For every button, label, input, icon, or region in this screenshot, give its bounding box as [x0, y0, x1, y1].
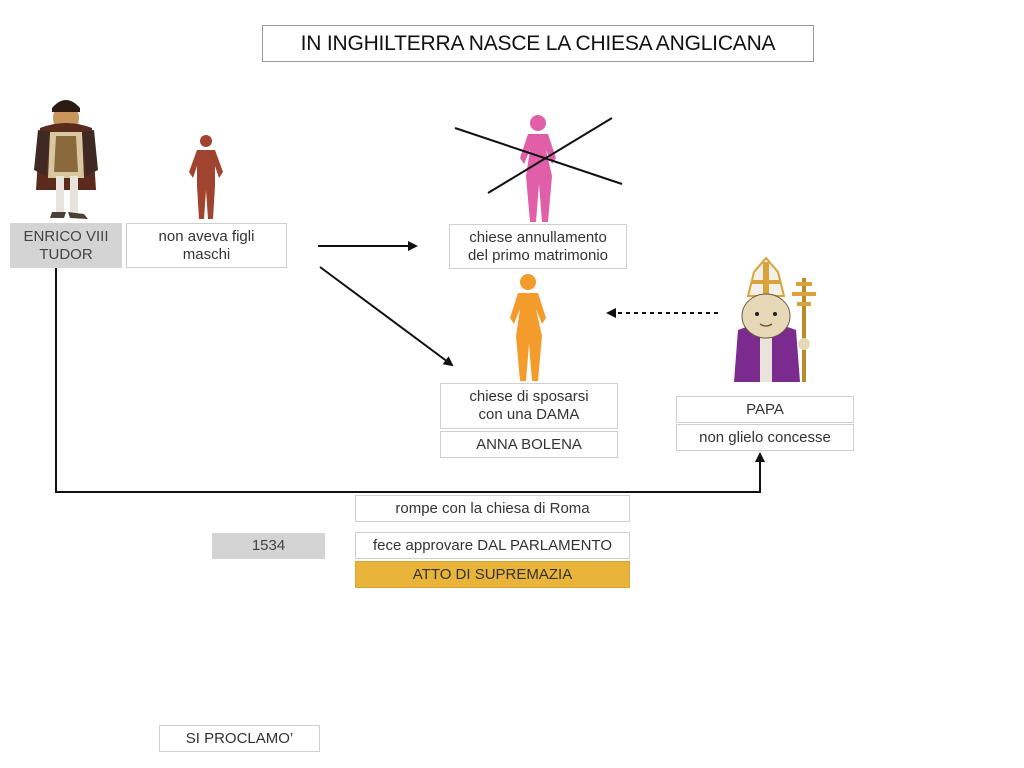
anna-box: ANNA BOLENA	[440, 431, 618, 458]
page-title: IN INGHILTERRA NASCE LA CHIESA ANGLICANA	[262, 25, 814, 62]
no-sons-box: non aveva figli maschi	[126, 223, 287, 268]
arrow-to-marriage	[319, 266, 454, 367]
year-box: 1534	[212, 533, 325, 559]
arrows	[55, 241, 765, 493]
king-henry-figure	[34, 100, 98, 219]
papa-box: PAPA	[676, 396, 854, 423]
act-of-supremacy-box: ATTO DI SUPREMAZIA	[355, 561, 630, 588]
man-silhouette	[189, 135, 223, 219]
denied-box: non glielo concesse	[676, 424, 854, 451]
rome-box: rompe con la chiesa di Roma	[355, 495, 630, 522]
annulment-box: chiese annullamento del primo matrimonio	[449, 224, 627, 269]
marry-box: chiese di sposarsi con una DAMA	[440, 383, 618, 429]
woman-silhouette-crossed	[454, 115, 623, 222]
proclaimed-box: SI PROCLAMO’	[159, 725, 320, 752]
pope-figure	[734, 256, 816, 382]
arrow-henry-to-pope	[55, 268, 765, 493]
woman-silhouette	[510, 274, 546, 381]
enrico-box: ENRICO VIII TUDOR	[10, 223, 122, 268]
parliament-box: fece approvare DAL PARLAMENTO	[355, 532, 630, 559]
